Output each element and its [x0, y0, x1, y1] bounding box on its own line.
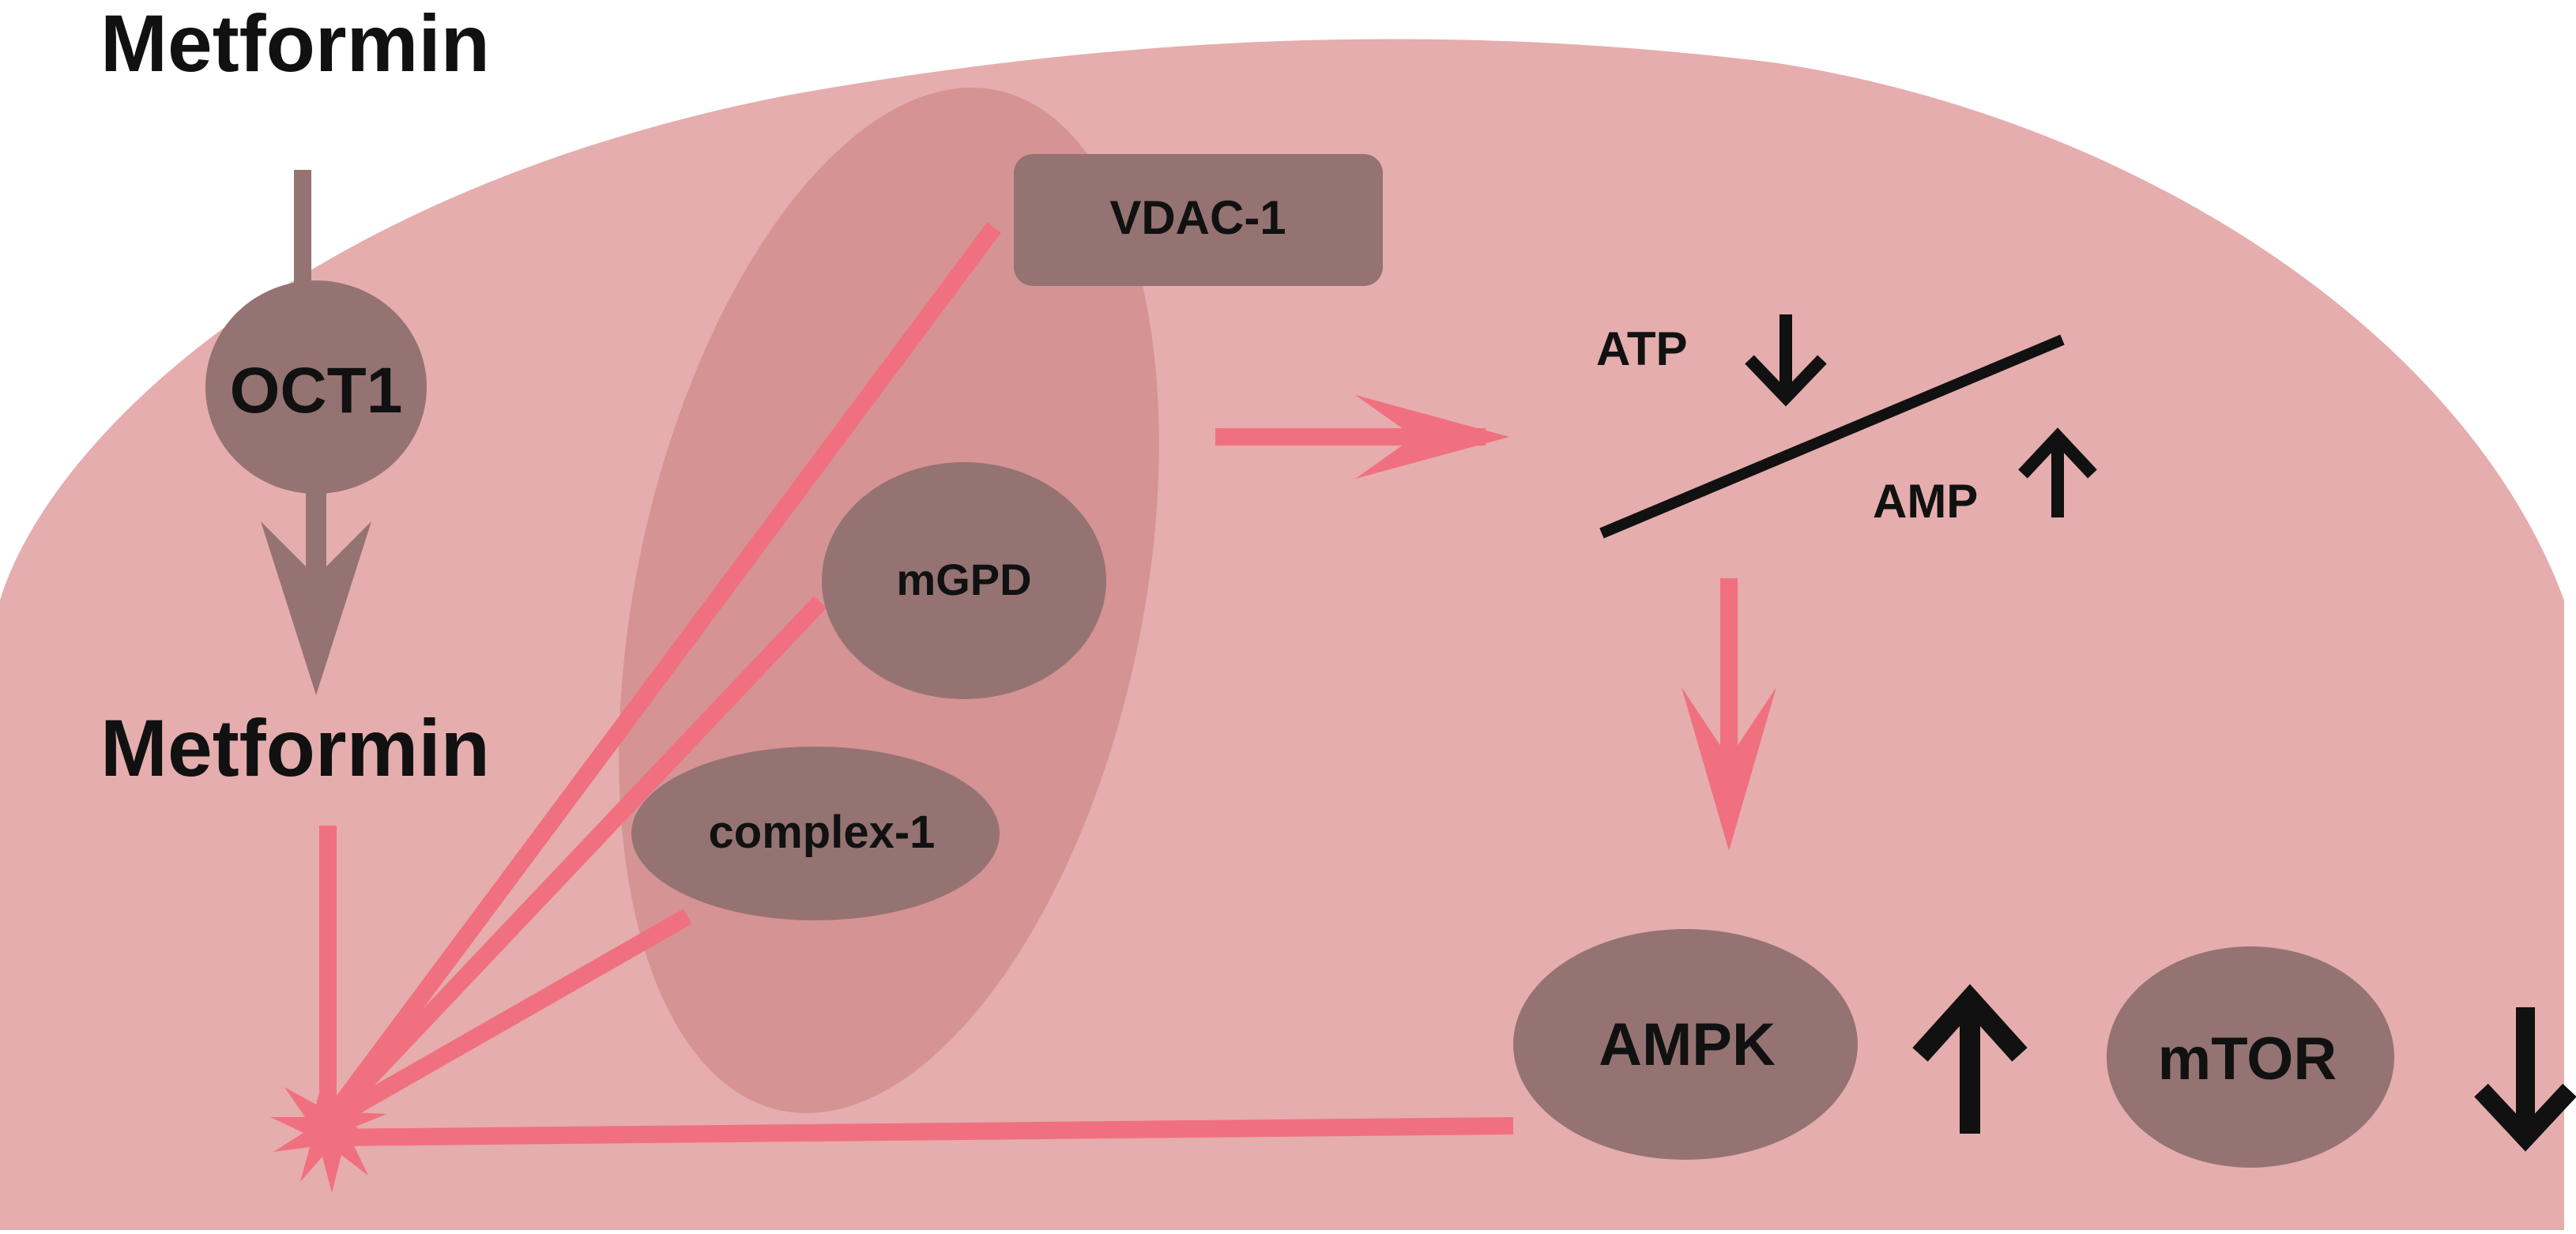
ampk-up-arrow-icon: [1912, 984, 2028, 1134]
uptake-arrowhead: [261, 521, 371, 695]
complex1-label: complex-1: [709, 807, 936, 858]
vdac1-label: VDAC-1: [1109, 191, 1286, 244]
atp-label: ATP: [1596, 322, 1688, 375]
ampk-arrowhead: [1682, 687, 1776, 851]
line-to-complex1: [323, 909, 692, 1130]
mtor-node: [2107, 946, 2394, 1168]
mgpd-label: mGPD: [896, 555, 1031, 604]
mtor-label: mTOR: [2158, 1025, 2337, 1093]
metformin-inside-label: Metformin: [100, 703, 490, 793]
vdac1-node: [1014, 154, 1383, 286]
mgpd-node: [822, 462, 1106, 699]
line-to-mgpd: [322, 596, 827, 1128]
atp-amp-balance-bar: [1599, 334, 2065, 539]
ampk-label: AMPK: [1599, 1011, 1776, 1078]
metformin-outside-label: Metformin: [100, 0, 490, 88]
metformin-target-starburst: [270, 1070, 387, 1193]
ampk-node: [1513, 929, 1858, 1160]
amp-up-arrow-icon: [2018, 427, 2097, 517]
line-to-vdac1: [321, 222, 1001, 1127]
complex1-node: [631, 747, 1000, 920]
line-to-ampk: [327, 1117, 1514, 1146]
mtor-down-arrow-icon: [2474, 1007, 2576, 1152]
oct1-node: [205, 280, 427, 494]
atp-down-arrow-icon: [1745, 314, 1827, 407]
energy-arrowhead: [1355, 395, 1509, 479]
oct1-label: OCT1: [230, 355, 403, 427]
metformin-action-lines: [319, 222, 1514, 1146]
amp-label: AMP: [1873, 475, 1978, 528]
